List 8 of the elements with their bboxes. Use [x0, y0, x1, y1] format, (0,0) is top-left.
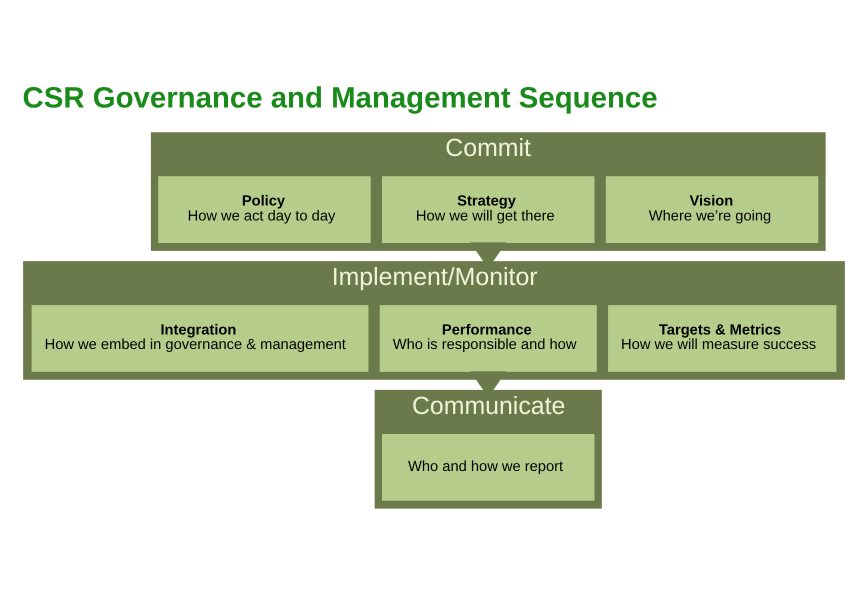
node-box: Who and how we report	[382, 434, 594, 501]
node-box: Vision Where we’re going	[605, 176, 818, 243]
node-box: Strategy How we will get there	[382, 176, 594, 243]
node-box: Performance Who is responsible and how	[379, 305, 596, 372]
node-box: Integration How we embed in governance & management	[31, 305, 368, 372]
diagram-title: CSR Governance and Management Sequence	[22, 82, 658, 115]
node-box: Policy How we act day to day	[158, 176, 370, 243]
node-box: Targets & Metrics How we will measure success	[608, 305, 836, 372]
